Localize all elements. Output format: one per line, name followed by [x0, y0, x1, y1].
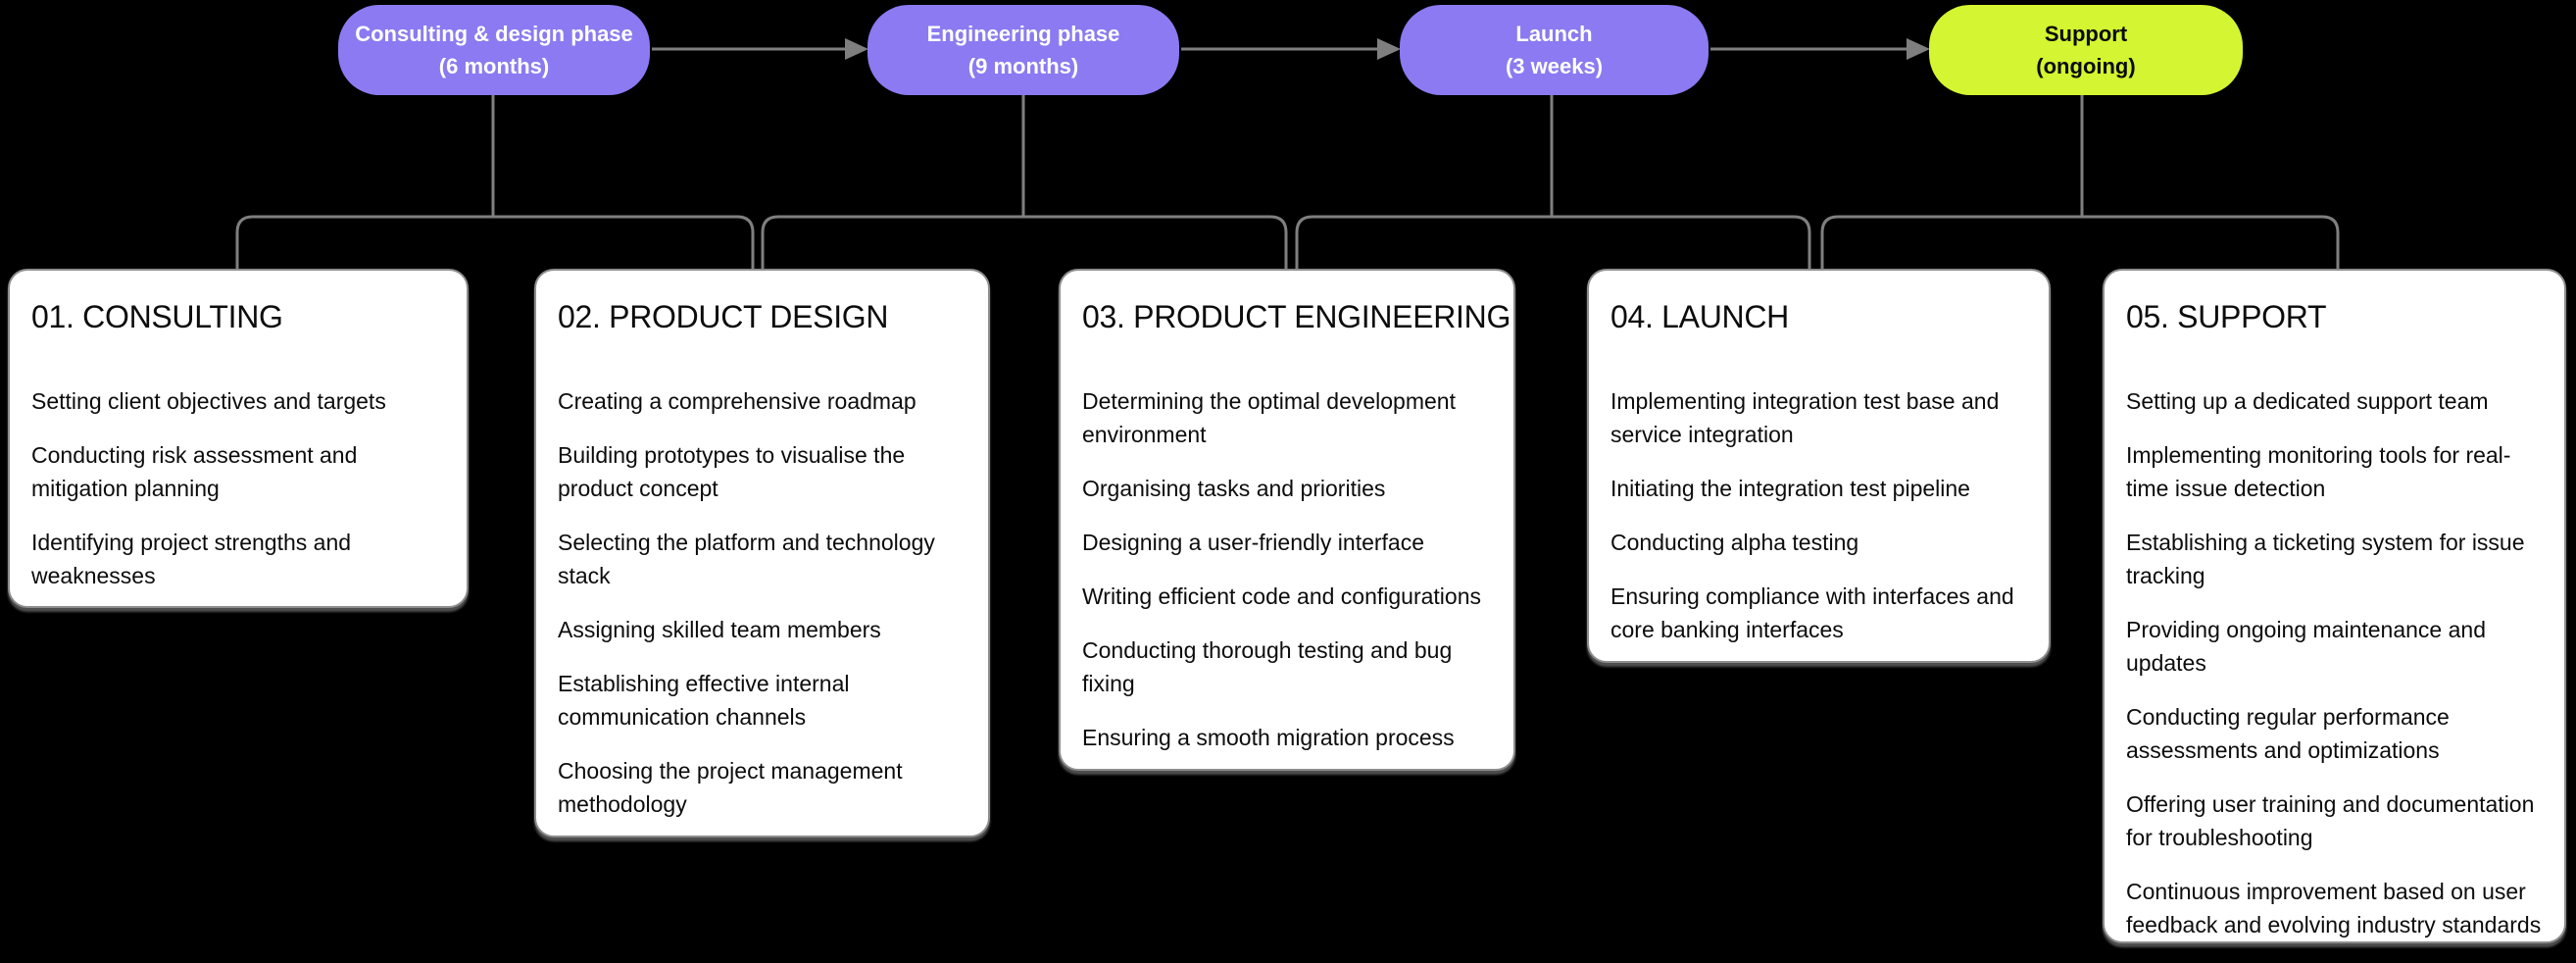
- card-item: Organising tasks and priorities: [1082, 476, 1386, 502]
- card-item: Continuous improvement based on user fee…: [2126, 879, 2542, 938]
- card-item: Conducting regular performance assessmen…: [2126, 704, 2450, 764]
- phase-pill-engineering: Engineering phase (9 months): [867, 5, 1179, 95]
- card-item: Implementing integration test base and s…: [1610, 388, 2000, 448]
- card-item: Offering user training and documentation…: [2126, 791, 2535, 851]
- card-05-support: 05. SUPPORT Setting up a dedicated suppo…: [2103, 269, 2566, 943]
- phase-duration: (9 months): [967, 53, 1079, 78]
- card-title: 03. PRODUCT ENGINEERING: [1082, 299, 1511, 334]
- card-item: Ensuring compliance with interfaces and …: [1610, 583, 2014, 643]
- phase-name: Engineering phase: [926, 21, 1120, 46]
- phase-pill-launch: Launch (3 weeks): [1400, 5, 1709, 95]
- card-04-launch: 04. LAUNCH Implementing integration test…: [1587, 269, 2051, 663]
- card-item: Determining the optimal development envi…: [1082, 388, 1456, 448]
- flow-arrowhead-icon: [845, 38, 868, 60]
- flow-arrowhead-icon: [1907, 38, 1930, 60]
- phase-name: Launch: [1515, 21, 1593, 46]
- phase-pill-consulting-design: Consulting & design phase (6 months): [338, 5, 650, 95]
- card-item: Assigning skilled team members: [558, 617, 881, 643]
- flow-arrowhead-icon: [1377, 38, 1401, 60]
- phase-name: Support: [2044, 21, 2128, 46]
- card-item: Conducting thorough testing and bug fixi…: [1082, 637, 1453, 697]
- card-item: Setting up a dedicated support team: [2126, 388, 2489, 415]
- connector-bracket: [1820, 215, 2340, 275]
- phase-name: Consulting & design phase: [355, 21, 633, 46]
- card-item: Selecting the platform and technology st…: [558, 530, 935, 589]
- card-item: Designing a user-friendly interface: [1082, 530, 1425, 556]
- card-item: Building prototypes to visualise the pro…: [558, 442, 906, 502]
- card-title: 02. PRODUCT DESIGN: [558, 299, 889, 334]
- card-title: 01. CONSULTING: [31, 299, 283, 334]
- card-item: Writing efficient code and configuration…: [1082, 583, 1482, 610]
- card-item: Creating a comprehensive roadmap: [558, 388, 916, 415]
- phase-duration: (3 weeks): [1505, 53, 1604, 78]
- card-item: Conducting alpha testing: [1610, 530, 1859, 556]
- card-02-product-design: 02. PRODUCT DESIGN Creating a comprehens…: [534, 269, 990, 837]
- connector-bracket: [761, 215, 1288, 275]
- card-01-consulting: 01. CONSULTING Setting client objectives…: [8, 269, 469, 608]
- card-item: Identifying project strengths and weakne…: [31, 530, 352, 589]
- connector-bracket: [1295, 215, 1811, 275]
- card-item: Initiating the integration test pipeline: [1610, 476, 1970, 502]
- card-item: Establishing effective internal communic…: [558, 671, 850, 731]
- connector-bracket: [235, 215, 755, 275]
- card-item: Choosing the project management methodol…: [558, 758, 903, 818]
- card-title: 05. SUPPORT: [2126, 299, 2327, 334]
- card-item: Ensuring a smooth migration process: [1082, 725, 1455, 751]
- phase-pill-support: Support (ongoing): [1929, 5, 2243, 95]
- card-item: Providing ongoing maintenance and update…: [2126, 617, 2486, 677]
- card-03-product-engineering: 03. PRODUCT ENGINEERING Determining the …: [1059, 269, 1515, 771]
- card-item: Implementing monitoring tools for real-t…: [2126, 442, 2511, 502]
- card-item: Setting client objectives and targets: [31, 388, 386, 415]
- phase-duration: (ongoing): [2036, 53, 2136, 78]
- phase-duration: (6 months): [438, 53, 550, 78]
- card-item: Conducting risk assessment and mitigatio…: [31, 442, 358, 502]
- card-item: Establishing a ticketing system for issu…: [2126, 530, 2525, 589]
- card-title: 04. LAUNCH: [1610, 299, 1789, 334]
